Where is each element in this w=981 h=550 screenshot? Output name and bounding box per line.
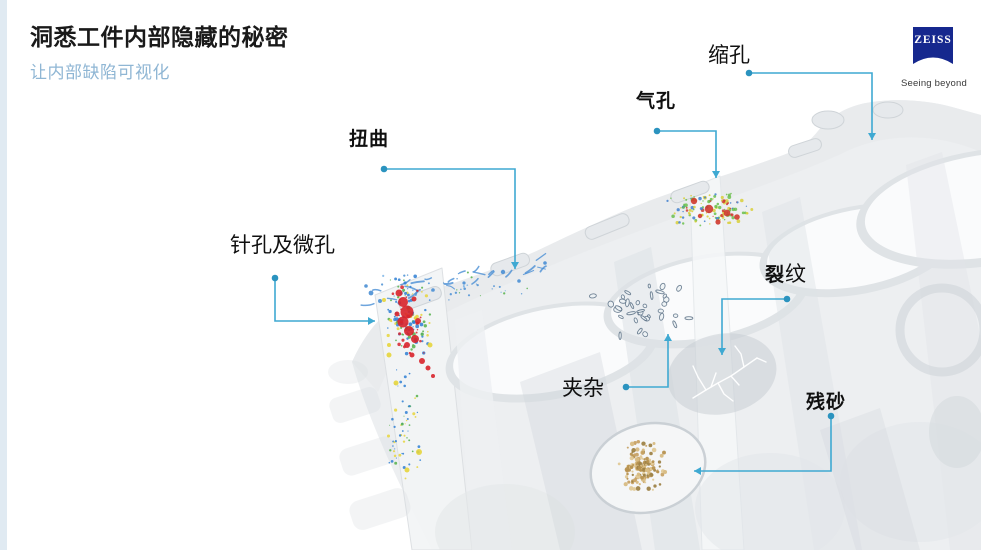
leader-cracks xyxy=(718,295,791,355)
page-subtitle: 让内部缺陷可视化 xyxy=(30,63,170,82)
defect-marker-distortion xyxy=(360,252,547,307)
leader-gas-porosity xyxy=(653,127,720,178)
crack-region-shading xyxy=(667,333,777,415)
defect-marker-gas-porosity xyxy=(666,192,754,227)
leader-pinholes-micropores xyxy=(271,274,375,325)
defect-marker-distortion xyxy=(380,271,528,301)
defect-marker-pinholes-micropores xyxy=(382,298,433,473)
engine-block xyxy=(328,100,981,550)
defect-marker-distortion xyxy=(364,261,547,303)
defect-marker-residual-sand xyxy=(617,440,668,491)
leader-distortion xyxy=(380,165,519,269)
leader-shrinkage-cavity xyxy=(745,69,876,140)
defect-markers-layer xyxy=(360,192,767,491)
leader-residual-sand xyxy=(694,412,835,475)
leader-inclusions xyxy=(622,334,672,391)
leader-lines-layer xyxy=(271,69,876,475)
defect-marker-pinholes-micropores xyxy=(394,289,435,378)
zeiss-tagline: Seeing beyond xyxy=(901,78,967,89)
header: 洞悉工件内部隐藏的秘密 让内部缺陷可视化 xyxy=(30,18,289,83)
zeiss-badge-shape xyxy=(913,27,953,64)
left-edge-strip xyxy=(0,0,7,550)
ghost-structures xyxy=(328,360,411,530)
zeiss-brand-text: ZEISS xyxy=(914,34,952,46)
deck-surface xyxy=(352,100,981,392)
deck-bosses xyxy=(398,101,904,311)
page-title: 洞悉工件内部隐藏的秘密 xyxy=(30,24,289,50)
cut-face xyxy=(374,267,473,550)
defect-marker-inclusions xyxy=(589,282,694,340)
zeiss-logo-badge: ZEISS xyxy=(913,27,953,64)
defect-marker-cracks xyxy=(692,345,767,402)
zeiss-logo: ZEISS Seeing beyond xyxy=(901,27,967,89)
defect-marker-gas-porosity xyxy=(690,197,740,225)
